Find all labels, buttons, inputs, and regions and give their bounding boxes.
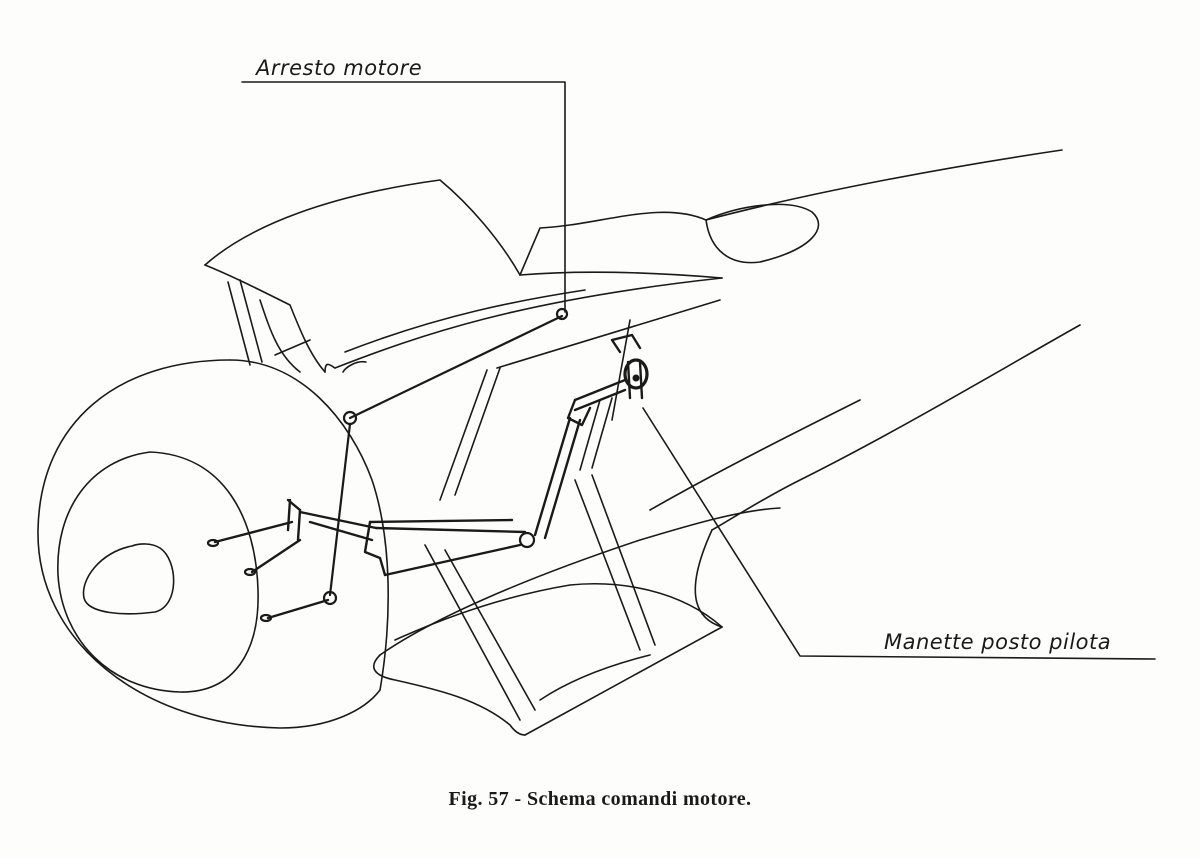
upper-cowling	[204, 179, 723, 373]
pilot-levers-label: Manette posto pilota	[884, 630, 1112, 654]
engine-stop-leader-line	[241, 81, 569, 321]
front-struts	[227, 279, 311, 373]
figure-caption: Fig. 57 - Schema comandi motore.	[448, 788, 752, 810]
engine-cowling-ring	[37, 359, 389, 729]
throttle-linkage	[206, 333, 649, 623]
inner-frame-members	[424, 299, 721, 721]
lower-cowling	[372, 507, 781, 736]
pilot-levers-leader-line	[642, 407, 1156, 660]
fuselage-outline	[649, 149, 1081, 531]
engine-stop-label: Arresto motore	[256, 56, 423, 80]
engine-stop-cable	[322, 314, 564, 606]
